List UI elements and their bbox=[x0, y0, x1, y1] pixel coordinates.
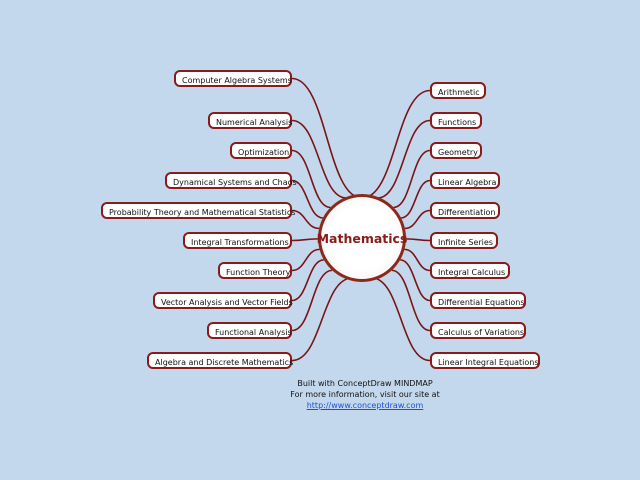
credits-url-link[interactable]: http://www.conceptdraw.com bbox=[306, 401, 424, 410]
branch-link-right bbox=[391, 269, 431, 332]
topic-functions[interactable]: Functions bbox=[430, 112, 482, 129]
topic-linear-algebra[interactable]: Linear Algebra bbox=[430, 172, 500, 189]
branch-link-left bbox=[291, 119, 347, 199]
branch-link-left bbox=[291, 277, 353, 362]
topic-computer-algebra-systems[interactable]: Computer Algebra Systems bbox=[174, 70, 292, 87]
branch-link-right bbox=[377, 119, 431, 199]
topic-differential-equations[interactable]: Differential Equations bbox=[430, 292, 526, 309]
branch-link-right bbox=[405, 238, 431, 242]
credits-line-1: Built with ConceptDraw MINDMAP bbox=[297, 379, 433, 388]
branch-link-right bbox=[399, 259, 431, 302]
topic-differentiation[interactable]: Differentiation bbox=[430, 202, 500, 219]
branch-link-left bbox=[291, 238, 319, 242]
branch-link-right bbox=[371, 277, 431, 362]
central-topic-label: Mathematics bbox=[316, 230, 408, 246]
topic-dynamical-systems-and-chaos[interactable]: Dynamical Systems and Chaos bbox=[165, 172, 297, 189]
branch-link-right bbox=[393, 149, 431, 209]
topic-algebra-and-discrete-mathematics[interactable]: Algebra and Discrete Mathematics bbox=[147, 352, 293, 369]
branch-link-left bbox=[291, 77, 363, 199]
branch-link-left bbox=[291, 269, 333, 332]
branch-link-left bbox=[291, 259, 325, 302]
topic-integral-transformations[interactable]: Integral Transformations bbox=[183, 232, 292, 249]
branch-link-left bbox=[291, 248, 320, 272]
branch-link-right bbox=[400, 179, 431, 219]
branch-link-right bbox=[361, 89, 431, 199]
branch-link-right bbox=[404, 209, 431, 230]
branch-link-left bbox=[291, 209, 320, 230]
branch-link-right bbox=[404, 248, 431, 272]
topic-calculus-of-variations[interactable]: Calculus of Variations bbox=[430, 322, 526, 339]
credits-line-2: For more information, visit our site at bbox=[290, 390, 440, 399]
topic-geometry[interactable]: Geometry bbox=[430, 142, 482, 159]
topic-vector-analysis-and-vector-fields[interactable]: Vector Analysis and Vector Fields bbox=[153, 292, 293, 309]
credits: Built with ConceptDraw MINDMAP For more … bbox=[260, 378, 470, 411]
branch-link-left bbox=[291, 179, 324, 219]
central-topic[interactable]: Mathematics bbox=[316, 194, 408, 282]
topic-infinite-series[interactable]: Infinite Series bbox=[430, 232, 498, 249]
topic-functional-analysis[interactable]: Functional Analysis bbox=[207, 322, 292, 339]
topic-optimization[interactable]: Optimization bbox=[230, 142, 292, 159]
topic-arithmetic[interactable]: Arithmetic bbox=[430, 82, 486, 99]
topic-linear-integral-equations[interactable]: Linear Integral Equations bbox=[430, 352, 540, 369]
topic-probability-theory-and-mathematical-statistics[interactable]: Probability Theory and Mathematical Stat… bbox=[101, 202, 295, 219]
branch-link-left bbox=[291, 149, 331, 209]
topic-integral-calculus[interactable]: Integral Calculus bbox=[430, 262, 510, 279]
topic-numerical-analysis[interactable]: Numerical Analysis bbox=[208, 112, 292, 129]
topic-function-theory[interactable]: Function Theory bbox=[218, 262, 292, 279]
